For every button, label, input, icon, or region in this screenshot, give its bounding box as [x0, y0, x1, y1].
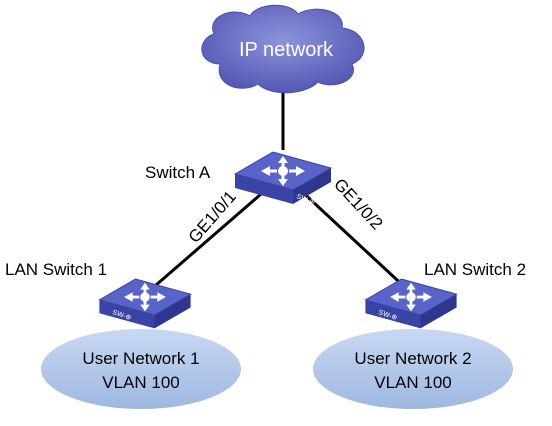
- user-network-2-name: User Network 2: [354, 349, 471, 368]
- user-network-2: User Network 2 VLAN 100: [313, 329, 513, 409]
- link-switch-a-lan-switch-2: [296, 186, 412, 294]
- user-network-1-name: User Network 1: [82, 349, 199, 368]
- cloud-label: IP network: [239, 39, 334, 61]
- switch-a-icon: [234, 151, 332, 205]
- switch-a-label: Switch A: [145, 163, 211, 182]
- user-network-1: User Network 1 VLAN 100: [41, 329, 241, 409]
- lan-switch-1: SW-⊕ LAN Switch 1: [5, 260, 192, 329]
- user-network-2-vlan: VLAN 100: [374, 373, 452, 392]
- lan-switch-1-icon: [98, 278, 192, 329]
- ip-network-cloud: IP network: [201, 4, 365, 94]
- lan-switch-2-icon: [364, 278, 458, 329]
- lan-switch-1-label: LAN Switch 1: [5, 260, 107, 279]
- link-switch-a-lan-switch-1: [147, 186, 269, 294]
- switch-a-badge: SW-⊕: [295, 193, 316, 206]
- lan-switch-2: SW-⊕ LAN Switch 2: [364, 260, 526, 329]
- lan-switch-2-label: LAN Switch 2: [424, 260, 526, 279]
- user-network-1-vlan: VLAN 100: [102, 373, 180, 392]
